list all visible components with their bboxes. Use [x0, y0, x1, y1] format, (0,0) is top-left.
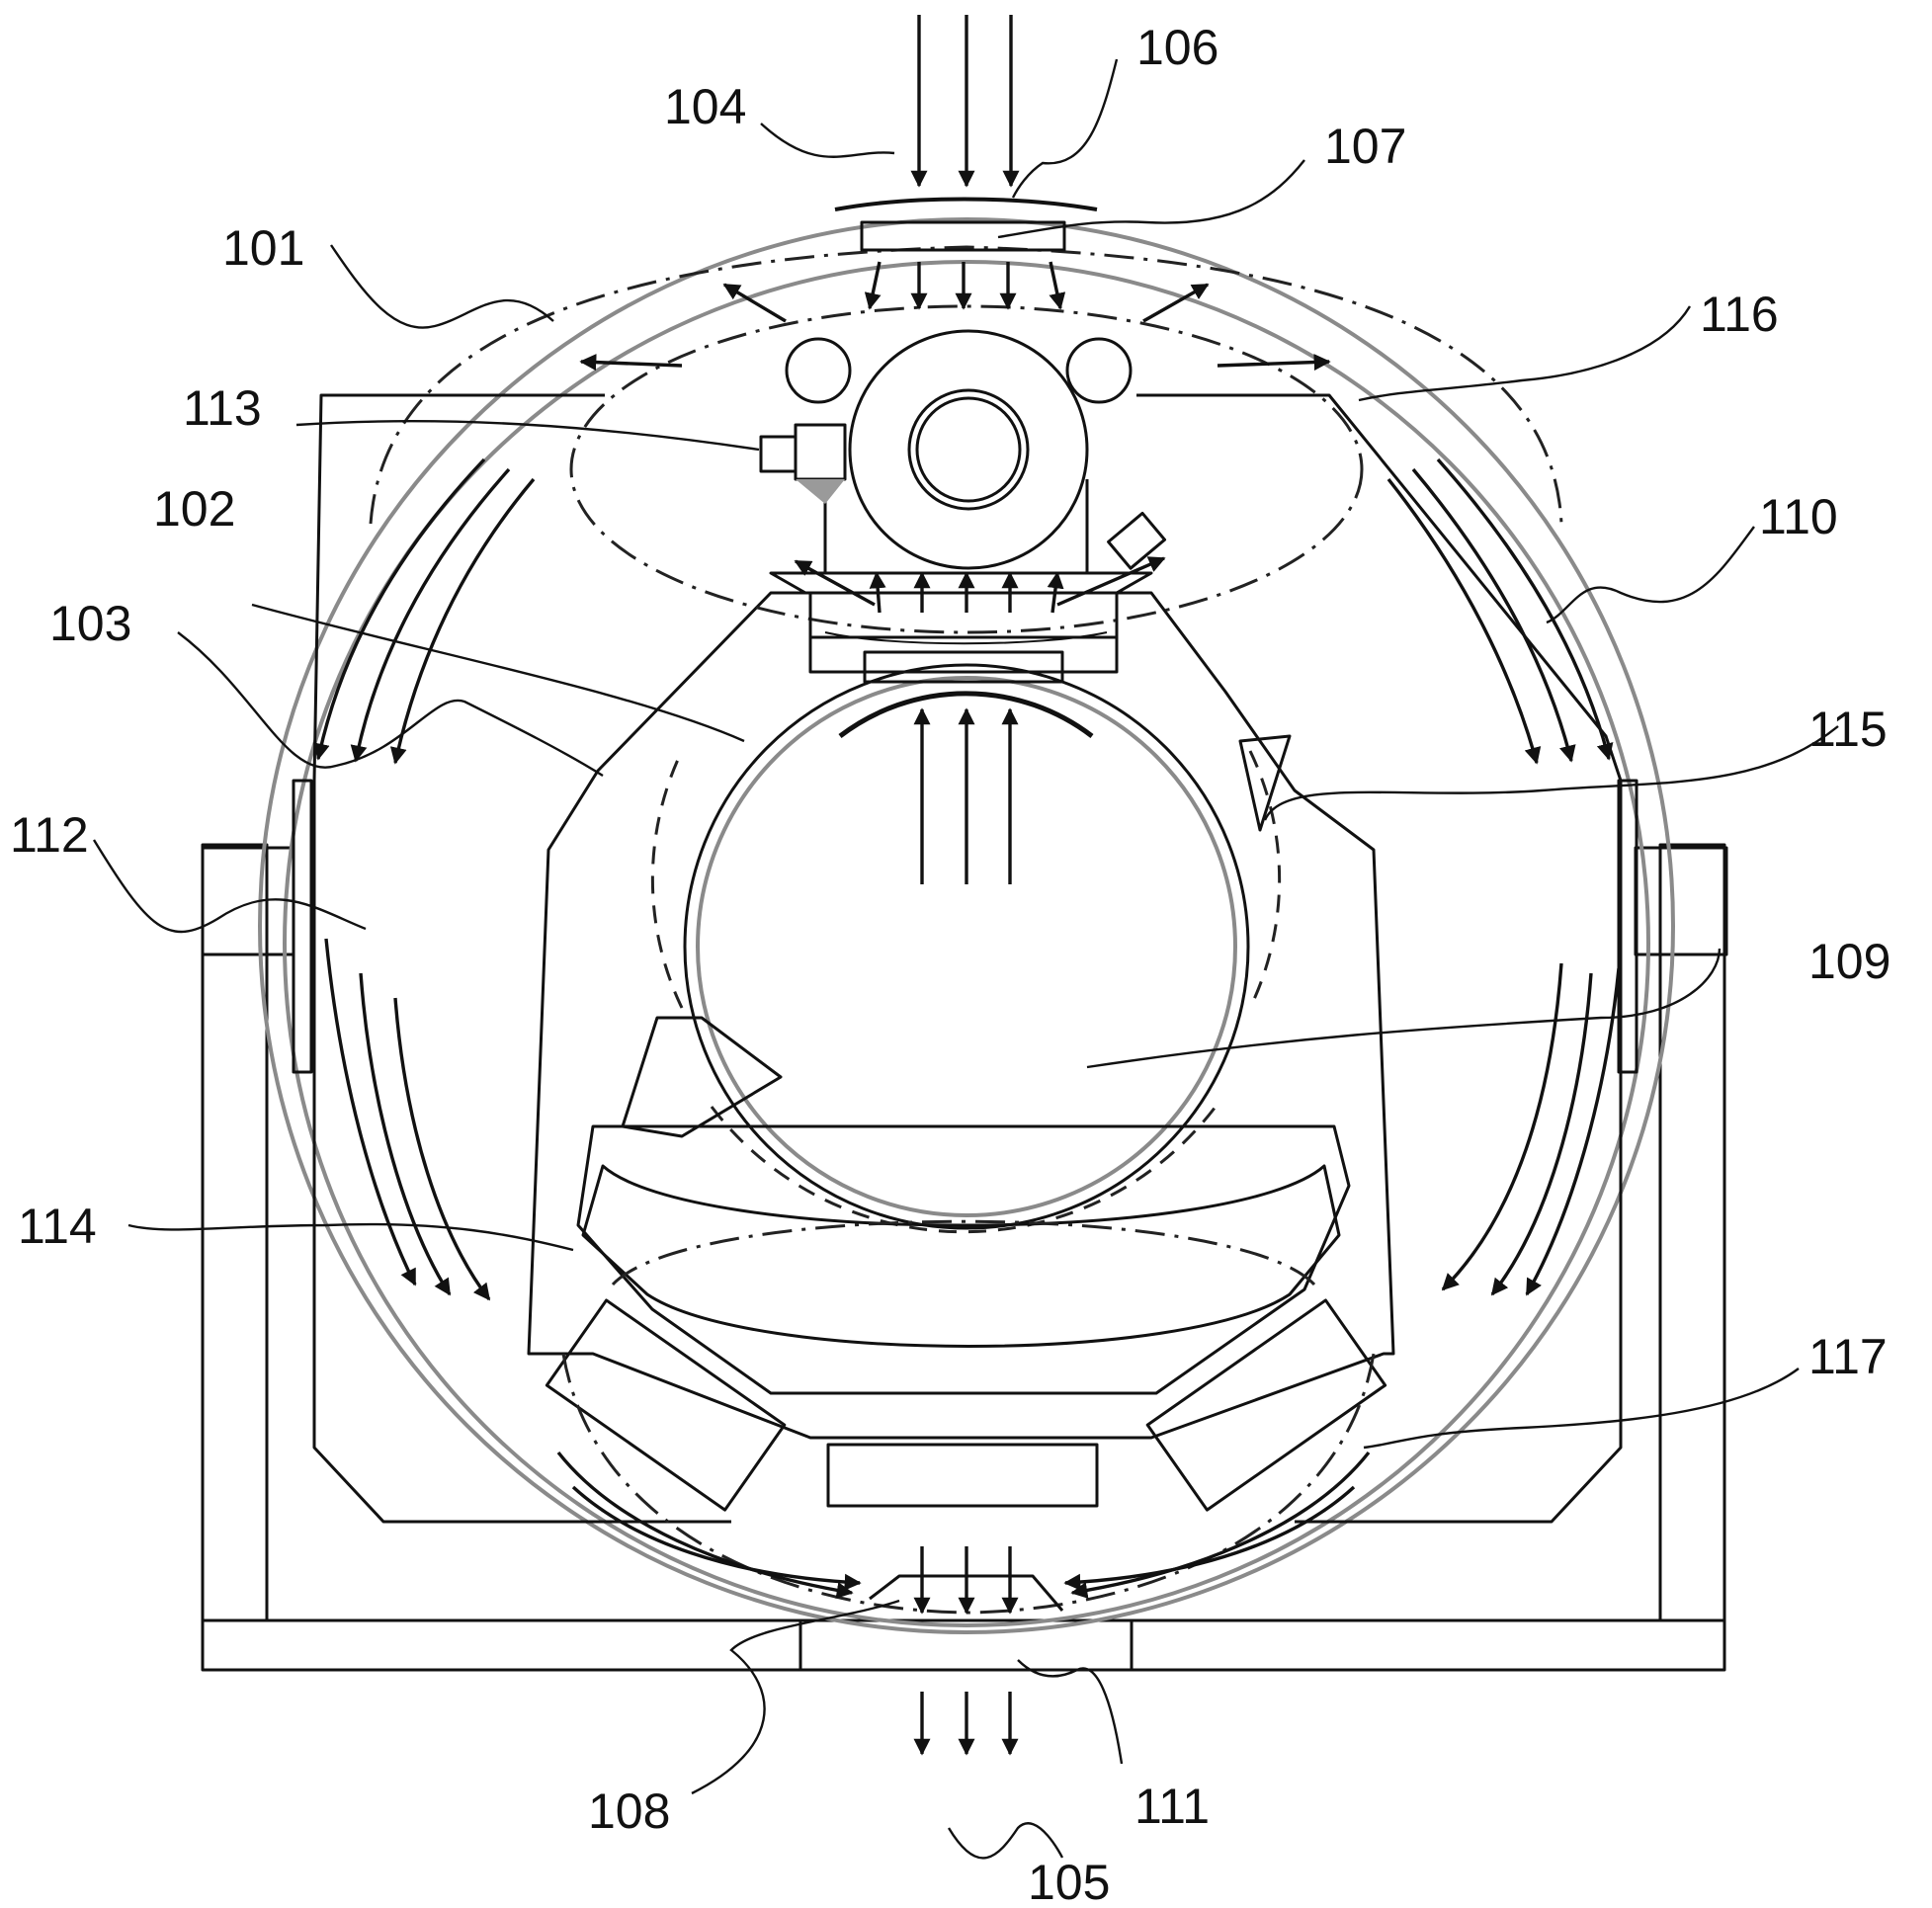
outer-housing-circle	[258, 217, 1675, 1634]
label-107: 107	[1324, 119, 1406, 174]
air-outlet-grille	[798, 1618, 1134, 1672]
bracket-115	[1238, 734, 1292, 832]
bore-dash-left	[650, 750, 684, 1009]
inner-frame	[527, 591, 1395, 1440]
label-109: 109	[1808, 934, 1890, 989]
inlet-cover-104	[834, 197, 1098, 211]
label-112: 112	[10, 807, 89, 863]
label-114: 114	[18, 1199, 97, 1254]
label-105: 105	[1028, 1855, 1110, 1908]
airflow-path-mid	[611, 1219, 1316, 1286]
bore-outer	[683, 663, 1250, 1230]
label-117: 117	[1808, 1329, 1888, 1384]
airflow-path-top	[369, 245, 1563, 525]
label-115: 115	[1808, 702, 1888, 757]
left-support-block	[201, 846, 295, 956]
inner-housing-circle	[283, 260, 1650, 1627]
bore-inner	[696, 676, 1237, 1217]
right-side-plate	[1617, 779, 1638, 1074]
collimator-block	[769, 571, 1153, 684]
xray-tube	[569, 304, 1364, 634]
label-102: 102	[153, 481, 235, 537]
base-frame	[201, 843, 1728, 1672]
bore-top-arc	[838, 691, 1094, 738]
bottom-module	[826, 1443, 1099, 1508]
leader-lines	[92, 58, 1839, 1860]
bore-dash-right	[1248, 750, 1282, 1009]
label-108: 108	[588, 1784, 670, 1839]
label-106: 106	[1136, 20, 1218, 75]
label-103: 103	[49, 596, 131, 651]
label-104: 104	[664, 79, 746, 134]
label-101: 101	[222, 220, 304, 276]
airflow-arrows	[312, 15, 1621, 1756]
reference-labels: 101 102 103 104 105 106 107 108 109 110 …	[10, 20, 1890, 1908]
inlet-filter-107	[860, 220, 1066, 252]
detector-modules	[545, 734, 1387, 1512]
label-113: 113	[183, 380, 262, 436]
tube-airflow-ellipse	[569, 304, 1364, 634]
label-111: 111	[1134, 1779, 1210, 1834]
left-side-plate	[292, 779, 313, 1074]
label-116: 116	[1700, 287, 1779, 342]
label-110: 110	[1759, 489, 1838, 544]
